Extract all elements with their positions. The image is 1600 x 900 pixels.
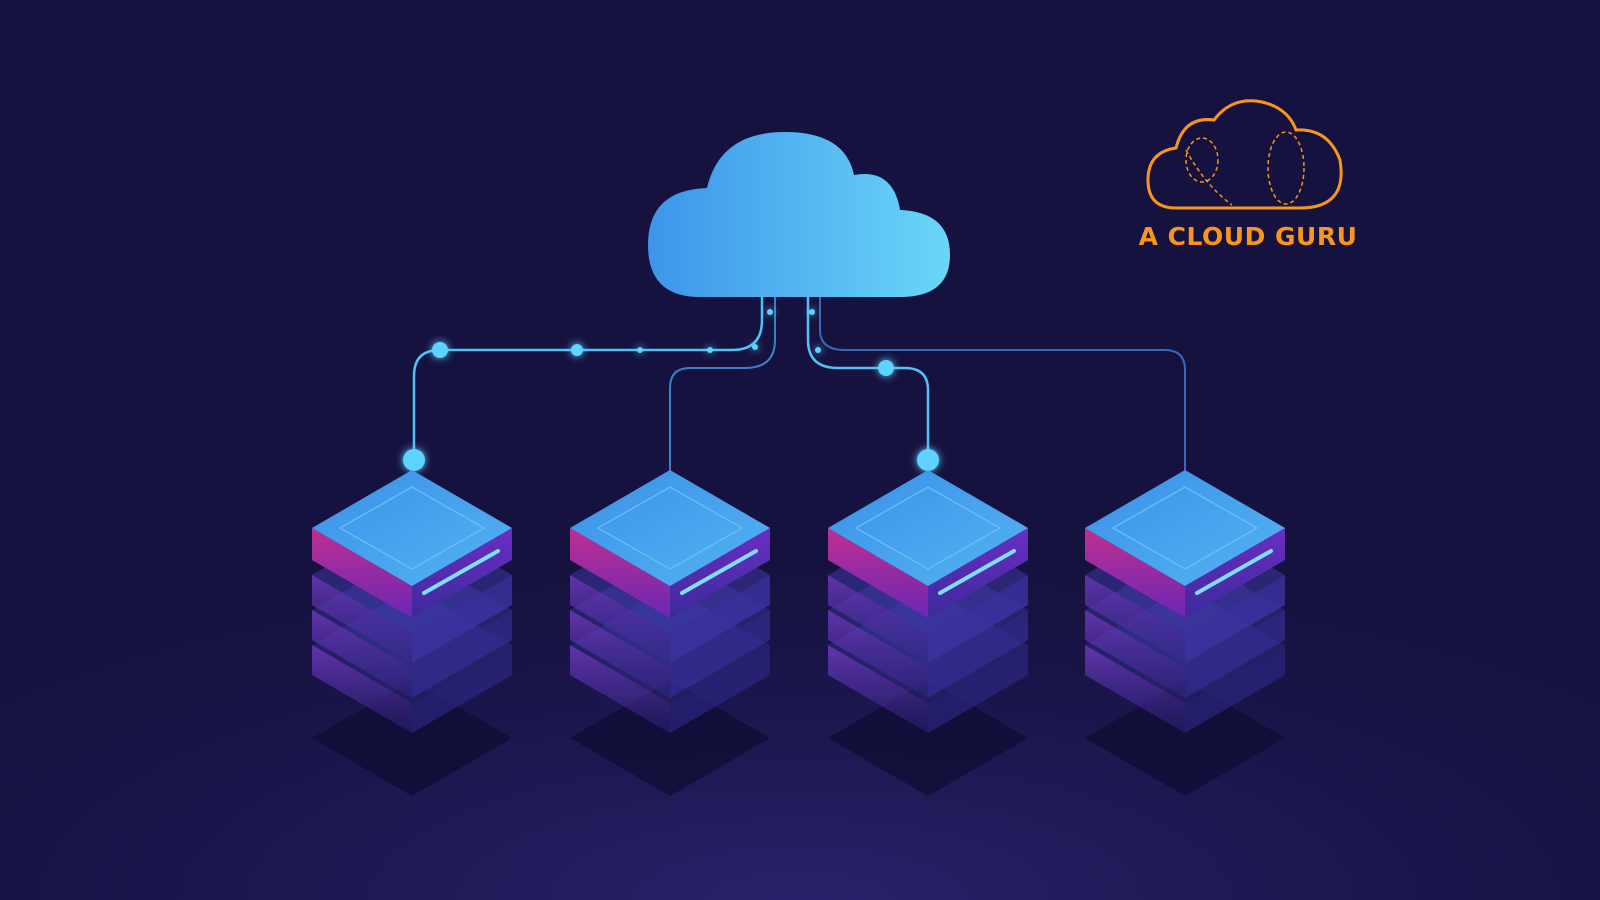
server-1: [310, 468, 514, 798]
brand-logo-icon: [1146, 99, 1343, 210]
server-3: [826, 468, 1030, 798]
connector-nodes: [403, 309, 939, 471]
brand-wordmark: A CLOUD GURU: [1138, 222, 1358, 251]
floor-glow: [0, 380, 1600, 900]
server-2: [568, 468, 772, 798]
cloud-icon: [648, 132, 950, 297]
server-4: [1083, 468, 1287, 798]
connector-lines: [412, 294, 1186, 471]
